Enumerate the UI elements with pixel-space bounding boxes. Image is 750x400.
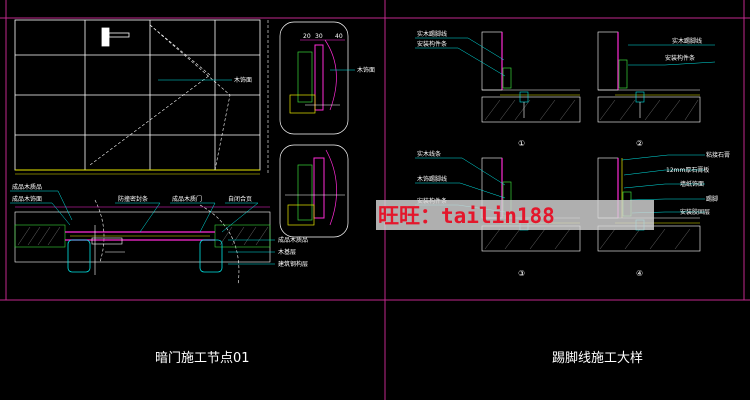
label-wood-veneer: 木饰面 [234, 76, 252, 84]
label-d3-b: 木饰踢脚线 [417, 175, 447, 183]
skirting-detail-1 [481, 31, 581, 123]
label-d4-e: 安装胶固层 [680, 208, 710, 216]
watermark-band [376, 200, 654, 230]
label-finished-veneer-3: 成品木质品 [278, 236, 308, 244]
label-d4-a: 粘接石膏 [706, 151, 730, 159]
label-finished-door: 成品木质门 [172, 195, 202, 203]
detail-number-4: ④ [636, 269, 643, 278]
detail-number-3: ③ [518, 269, 525, 278]
label-wood-veneer-detail: 木饰面 [357, 66, 375, 74]
label-finished-veneer-1: 成品木质品 [12, 183, 42, 191]
label-d1-b: 安装构件条 [417, 40, 447, 48]
dim-30: 30 [315, 33, 323, 40]
dim-20: 20 [303, 33, 311, 40]
label-fire-seal: 防撞密封条 [118, 195, 148, 203]
label-d3-a: 实木线条 [417, 150, 441, 158]
detail-2-leaders [628, 44, 716, 66]
label-steel-frame: 建筑钢构层 [278, 260, 308, 268]
detail-bubble-top [279, 21, 355, 135]
watermark-text: 旺旺：tailin188 [378, 204, 555, 228]
label-d4-d: 踢脚 [706, 195, 718, 203]
label-self-close-hinge: 自闭合页 [228, 195, 252, 203]
detail-1-leaders [415, 37, 506, 77]
label-d2-a: 实木踢脚线 [672, 37, 702, 45]
dim-40: 40 [335, 33, 343, 40]
label-d4-b: 12mm厚石膏板 [666, 166, 709, 174]
detail-number-1: ① [518, 139, 525, 148]
label-base-layer: 木基层 [278, 248, 296, 256]
skirting-detail-2 [597, 31, 701, 123]
detail-bubble-bottom [279, 144, 349, 238]
door-elevation [14, 19, 261, 175]
label-d2-b: 安装构件条 [665, 54, 695, 62]
detail-number-2: ② [636, 139, 643, 148]
caption-hidden-door: 暗门施工节点01 [155, 351, 250, 366]
caption-skirting: 踢脚线施工大样 [552, 350, 643, 366]
label-d4-c: 墙纸饰面 [680, 180, 704, 188]
door-plan-section [14, 206, 271, 275]
plan-leaders [10, 190, 275, 265]
door-swing-lines [89, 20, 269, 286]
label-d1-a: 实木踢脚线 [417, 30, 447, 38]
label-finished-veneer-2: 成品木饰面 [12, 195, 42, 203]
